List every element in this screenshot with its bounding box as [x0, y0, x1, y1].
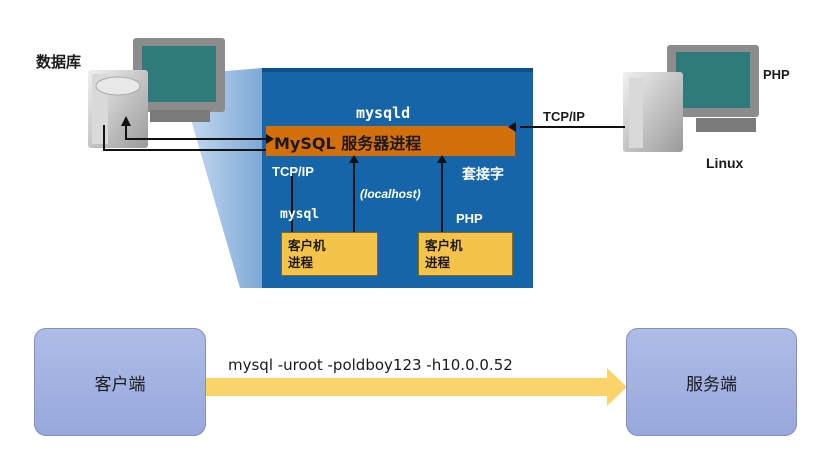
client-box: 客户端 — [34, 328, 206, 436]
connection-command: mysql -uroot -poldboy123 -h10.0.0.52 — [228, 356, 513, 374]
server-label: 服务端 — [686, 374, 737, 395]
database-computer-icon — [88, 38, 225, 148]
server-process-label: MySQL 服务器进程 — [274, 134, 422, 153]
tcpip-right-label: TCP/IP — [543, 109, 585, 124]
mysqld-label: mysqld — [356, 104, 411, 122]
server-box: 服务端 — [626, 328, 797, 436]
client-label: 客户端 — [94, 374, 146, 395]
connection-arrow-shaft — [205, 378, 609, 396]
database-label: 数据库 — [36, 54, 82, 71]
server-process-bar — [266, 126, 515, 156]
zoom-funnel — [178, 68, 262, 288]
php-remote-label: PHP — [763, 67, 790, 82]
client-process-2-line2: 进程 — [425, 255, 451, 270]
connection-arrow-head — [607, 368, 627, 406]
client-process-box-2: 客户机 进程 — [418, 232, 513, 276]
socket-label: 套接字 — [462, 167, 504, 183]
client-process-1-line1: 客户机 — [288, 238, 326, 253]
mysql-client-label: mysql — [280, 207, 320, 222]
client-process-2-line1: 客户机 — [425, 238, 463, 253]
client-process-box-1: 客户机 进程 — [281, 232, 378, 276]
localhost-label: (localhost) — [360, 187, 421, 201]
linux-computer-icon — [623, 45, 759, 152]
client-process-1-line2: 进程 — [288, 255, 314, 270]
tcpip-left-label: TCP/IP — [272, 164, 314, 179]
php-inner-label: PHP — [456, 211, 483, 226]
linux-label: Linux — [706, 155, 744, 171]
